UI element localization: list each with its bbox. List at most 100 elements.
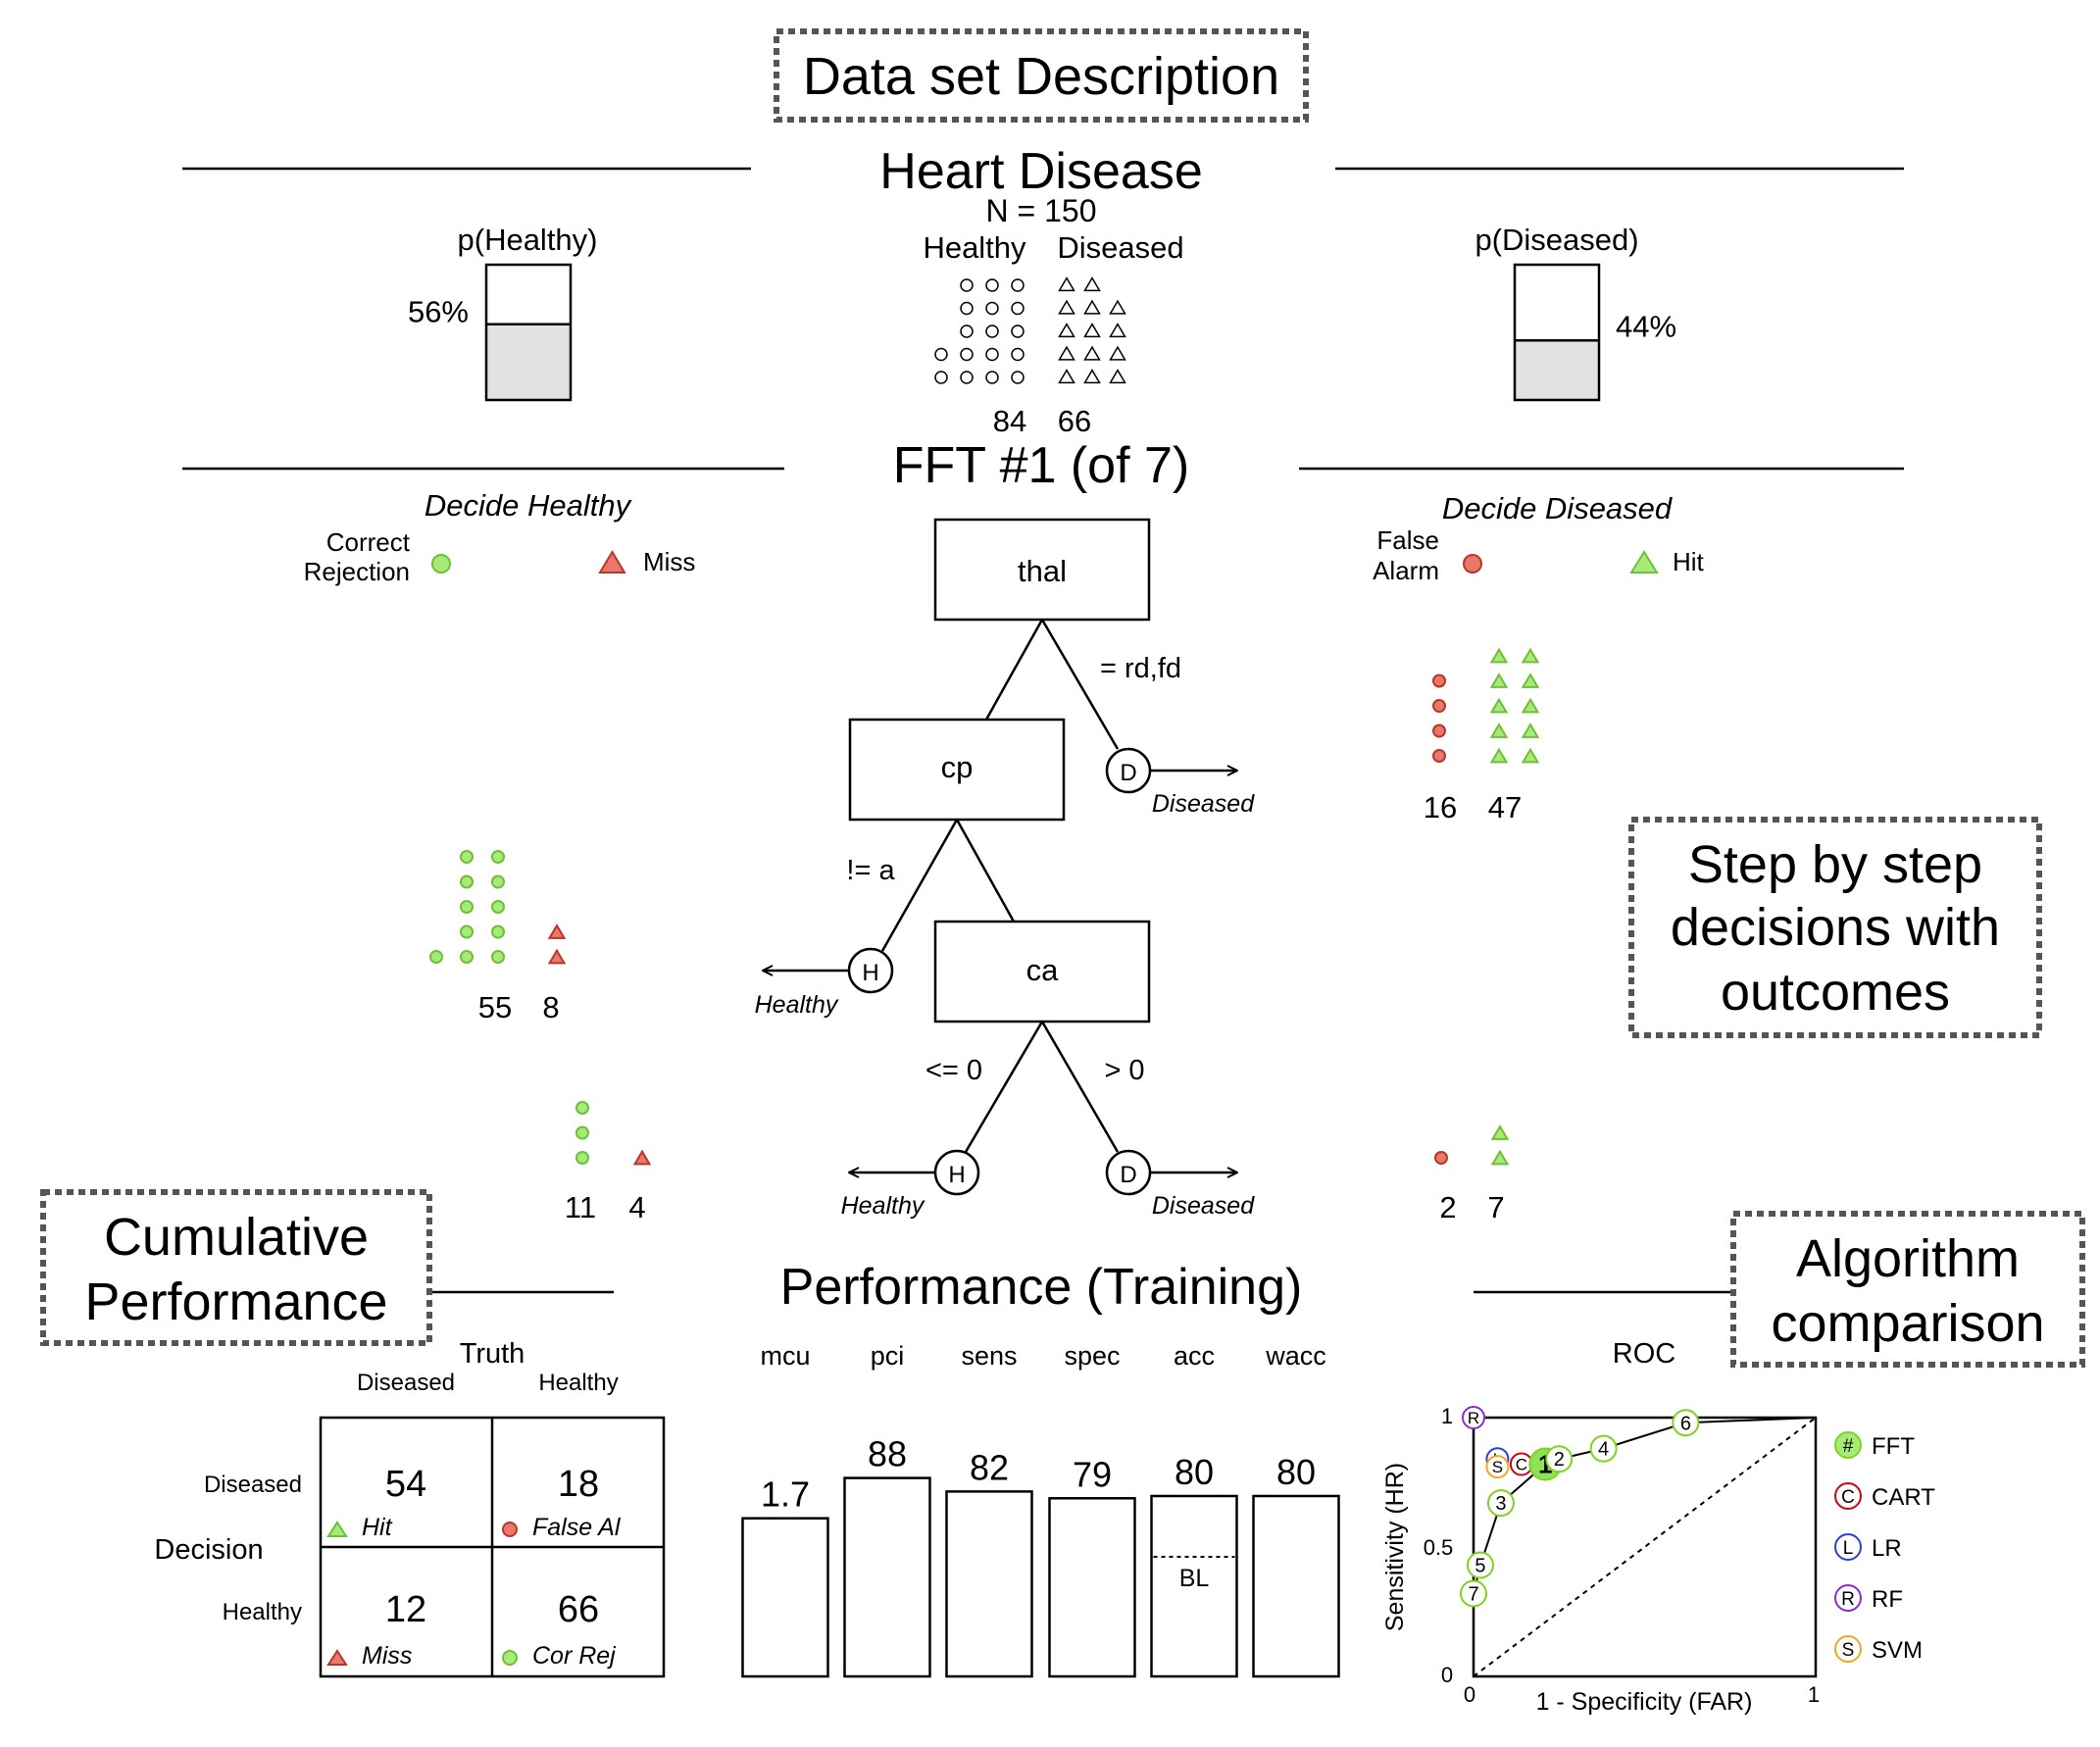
cell-miss-count: 12: [385, 1589, 426, 1630]
dataset-healthy-icon: [985, 301, 999, 316]
correct-rejection-icon: [491, 850, 505, 864]
false-alarm-icon: [1434, 1151, 1448, 1165]
correct-rejection-icon: [460, 950, 474, 964]
performance-title: Performance (Training): [780, 1259, 1303, 1316]
correct-rejection-icon: [460, 900, 474, 914]
dataset-healthy-icon: [934, 371, 948, 384]
metric-name-pci: pci: [871, 1341, 905, 1371]
false-alarm-icon: [1432, 749, 1446, 763]
correct-rejection-icon: [491, 874, 505, 889]
roc-point-fft: [1466, 1551, 1494, 1579]
metric-name-spec: spec: [1064, 1341, 1120, 1371]
cell-fa-count: 18: [558, 1464, 599, 1505]
roc-points: CLRS7531246: [1460, 1406, 1817, 1676]
dataset-healthy-icon: [960, 278, 974, 292]
metric-bar-acc: [1150, 1494, 1238, 1678]
callout-steps-line: Step by step: [1688, 835, 1982, 894]
tree-node-thal: [933, 518, 1151, 622]
legend-alarm: Alarm: [1373, 556, 1439, 585]
dataset-diseased-icon: [1109, 369, 1126, 384]
dataset-healthy-icon: [1011, 347, 1025, 362]
p-healthy-box: p(Healthy) 56%: [408, 223, 598, 402]
dataset-diseased-label: Diseased: [1057, 230, 1183, 265]
decide-healthy-label: Decide Healthy: [425, 488, 633, 523]
roc-point-label: 6: [1680, 1413, 1691, 1434]
roc-ytick-05: 0.5: [1424, 1535, 1454, 1560]
dataset-diseased-icon: [1083, 345, 1101, 361]
roc-point-label: R: [1468, 1409, 1479, 1427]
p-healthy-label: p(Healthy): [458, 223, 598, 257]
cell-fa-label: False Al: [532, 1514, 622, 1541]
row-diseased-label: Diseased: [204, 1472, 302, 1498]
p-diseased-fill: [1515, 340, 1599, 400]
dataset-diseased-icon: [1083, 299, 1101, 315]
dataset-diseased-icon: [1109, 323, 1126, 338]
callout-steps-line: outcomes: [1721, 963, 1950, 1022]
metric-value-acc: 80: [1175, 1452, 1214, 1492]
legend-label-cart: CART: [1872, 1484, 1935, 1511]
exit-diseased-3: Diseased: [1152, 1192, 1255, 1220]
roc-point-fft: [1589, 1434, 1618, 1463]
hit-icon: [1490, 1149, 1510, 1166]
roc-point-fft: [1460, 1579, 1487, 1608]
dataset-diseased-icon: [1058, 369, 1075, 384]
leaf-d-label: D: [1120, 1162, 1136, 1188]
leaf3-false-alarm-icons: [1434, 1151, 1448, 1165]
tree-title: FFT #1 (of 7): [893, 437, 1189, 494]
leaf1-hit-count: 47: [1488, 790, 1522, 824]
cell-cr-count: 66: [558, 1589, 599, 1630]
roc-frame: [1472, 1416, 1818, 1678]
roc-point-label: 5: [1475, 1555, 1485, 1576]
roc-xtick-0: 0: [1464, 1682, 1475, 1707]
dataset-diseased-icon: [1058, 276, 1075, 292]
metric-bar-spec: [1048, 1497, 1136, 1678]
branch-label-1: = rd,fd: [1100, 653, 1181, 684]
roc-title: ROC: [1613, 1338, 1675, 1370]
leaf1-false-alarm-icons: [1432, 674, 1446, 763]
legend-symbol: #: [1843, 1436, 1854, 1457]
metric-name-sens: sens: [961, 1341, 1017, 1371]
dataset-diseased-icon: [1083, 276, 1101, 292]
correct-rejection-icon: [575, 1125, 589, 1140]
dataset-diseased-icon: [1058, 299, 1075, 315]
leaf3-hit-icons: [1490, 1124, 1510, 1166]
metric-name-mcu: mcu: [760, 1341, 810, 1371]
dataset-n: N = 150: [986, 193, 1097, 228]
roc-point-label: 7: [1468, 1584, 1478, 1606]
leaf3-miss-count: 4: [628, 1190, 645, 1224]
p-healthy-fill: [486, 324, 571, 400]
dataset-healthy-icon: [985, 371, 999, 384]
metric-bar-mcu: [741, 1517, 829, 1678]
dataset-healthy-icon: [1011, 278, 1025, 292]
metric-value-sens: 82: [970, 1447, 1009, 1487]
legend-marker-fft: [1834, 1431, 1862, 1459]
correct-rejection-icon: [460, 850, 474, 864]
legend-rejection: Rejection: [304, 557, 410, 586]
roc-xlabel: 1 - Specificity (FAR): [1536, 1688, 1753, 1716]
hit-icon: [1489, 673, 1509, 688]
roc-point-label: S: [1492, 1458, 1503, 1476]
correct-rejection-icon: [491, 950, 505, 964]
confusion-matrix: Truth Diseased Healthy Diseased Decision…: [154, 1338, 666, 1678]
legend-label-svm: SVM: [1872, 1637, 1923, 1664]
callout-algorithm-line: Algorithm: [1796, 1229, 2020, 1288]
correct-rejection-icon: [575, 1151, 589, 1165]
correct-rejection-icon: [460, 924, 474, 939]
metric-bar-wacc: [1252, 1494, 1340, 1678]
cell-cr-label: Cor Rej: [532, 1642, 617, 1670]
dataset-healthy-icons: [934, 278, 1025, 384]
tree-node-ca: [933, 920, 1151, 1023]
correct-rejection-icon: [429, 950, 443, 964]
legend-false: False: [1376, 525, 1439, 555]
dataset-healthy-icon: [960, 371, 974, 384]
metric-bar-sens: [945, 1490, 1033, 1678]
roc-point-fft: [1672, 1409, 1700, 1437]
legend-label-lr: LR: [1872, 1535, 1902, 1562]
tree-node-cp-label: cp: [941, 750, 974, 784]
legend-marker-rf: [1834, 1584, 1862, 1612]
correct-rejection-icon: [502, 1650, 518, 1666]
legend-label-rf: RF: [1872, 1586, 1903, 1613]
hit-icon: [1490, 1124, 1510, 1140]
metric-value-pci: 88: [868, 1434, 907, 1474]
